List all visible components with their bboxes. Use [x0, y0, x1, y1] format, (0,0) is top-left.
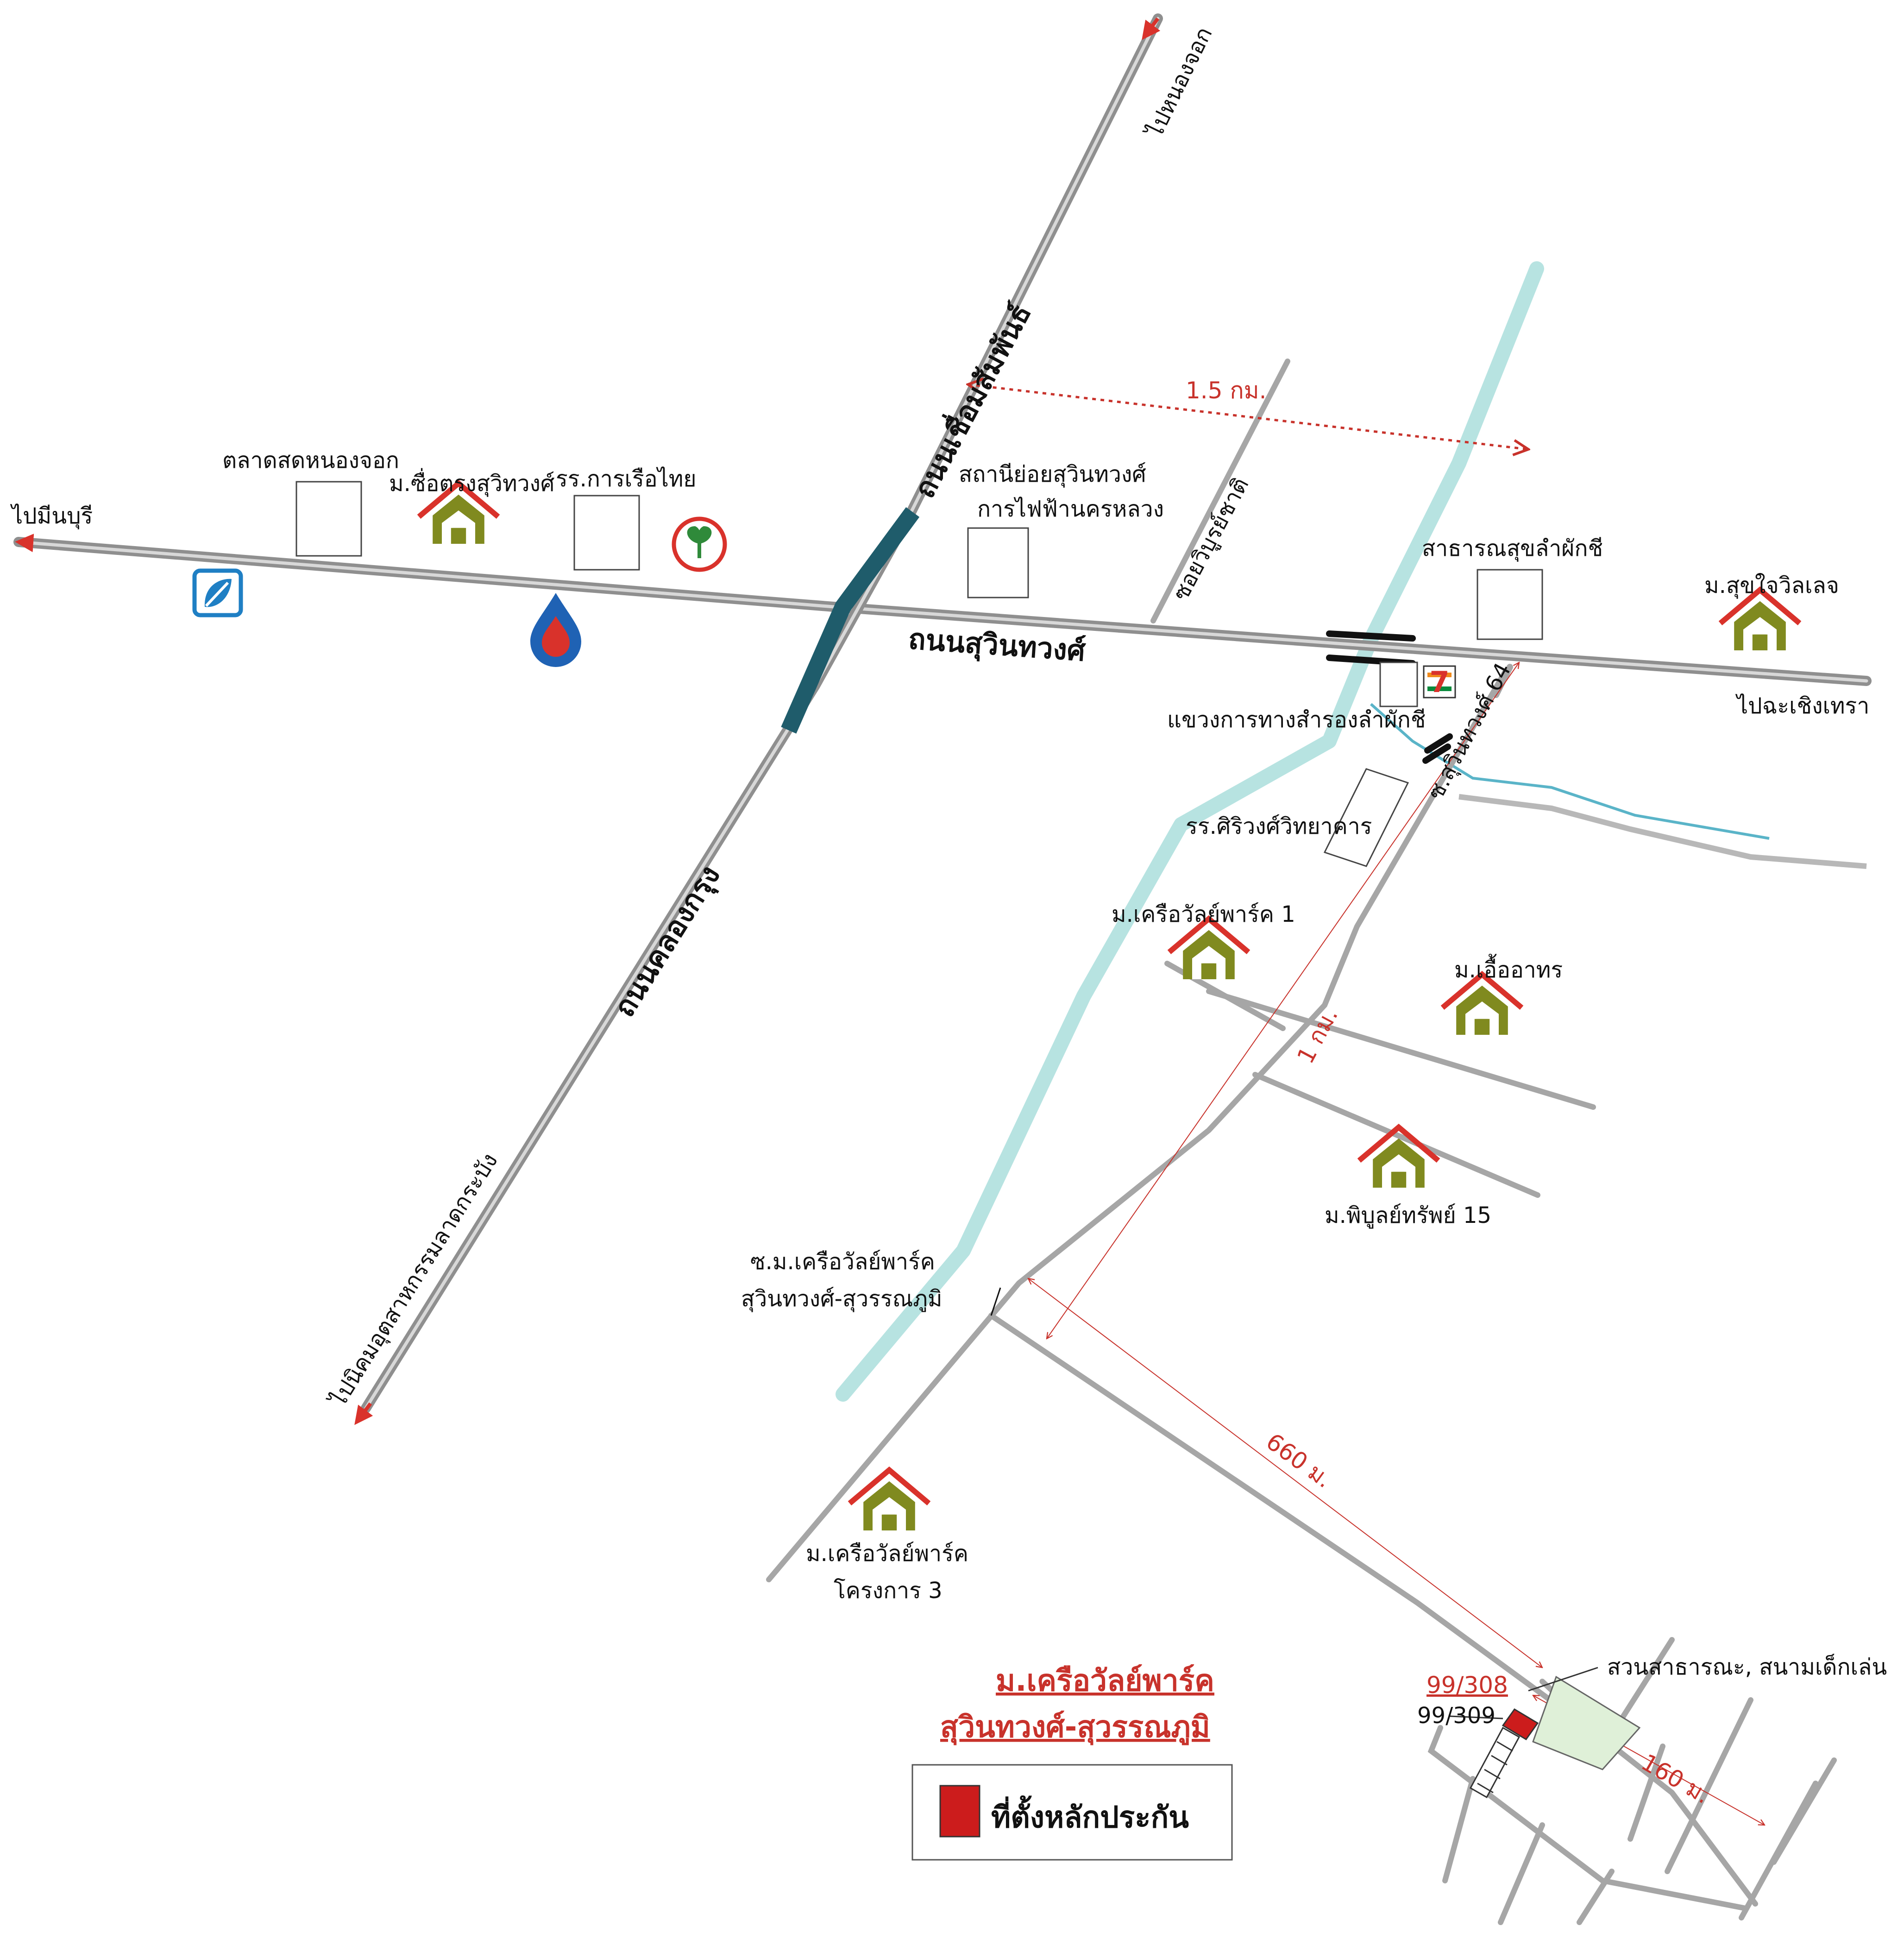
- convenience-store-icon: 7: [1423, 665, 1456, 699]
- house-icon: [1721, 590, 1800, 651]
- label-school-kanruea: รร.การเรือไทย: [556, 466, 697, 492]
- bank-logo-icon: [672, 516, 727, 572]
- southwest-arrow-icon: [354, 1402, 373, 1425]
- flyover: [781, 507, 920, 734]
- label-village-sukjai: ม.สุขใจวิลเลจ: [1704, 573, 1839, 599]
- direction-chachoengsao: ไปฉะเชิงเทรา: [1735, 693, 1869, 719]
- side-road-east: [1458, 794, 1867, 869]
- distance-1-5km: 1.5 กม.: [1186, 377, 1267, 404]
- bank-leaf-icon: [192, 568, 243, 617]
- road-label-suwinthawong: ถนนสุวินทวงศ์: [907, 622, 1087, 669]
- label-village-kruawan-3b: โครงการ 3: [834, 1578, 943, 1604]
- road-label-khlong-krung: ถนนคลองกรุง: [607, 859, 728, 1023]
- plots: [1469, 1708, 1539, 1799]
- map-title-line1: ม.เครือวัลย์พาร์ค: [996, 1664, 1214, 1698]
- label-substation-1: สถานีย่อยสุวินทวงศ์: [959, 461, 1146, 488]
- road-label-soi-wiburiyachat: ซอยวิบูรย์ชาติ: [1168, 473, 1254, 605]
- map-title-line2: สุวินทวงศ์-สุวรรณภูมิ: [940, 1710, 1210, 1745]
- distance-lines: [968, 384, 1765, 1825]
- label-park: สวนสาธารณะ, สนามเด็กเล่น: [1607, 1654, 1887, 1680]
- label-village-uea-athon: ม.เอื้ออาทร: [1454, 954, 1563, 983]
- seven-eleven-glyph: 7: [1429, 665, 1449, 699]
- west-arrow-icon: [15, 534, 34, 553]
- legend: ที่ตั้งหลักประกัน: [911, 1764, 1233, 1861]
- label-village-chuetrong: ม.ซื่อตรงสุวิทวงศ์: [389, 468, 554, 497]
- stream: [1370, 703, 1770, 840]
- plot-pointer: [1449, 1715, 1503, 1719]
- direction-min-buri: ไปมีนบุรี: [10, 503, 93, 529]
- fuel-drop-icon: [530, 593, 581, 667]
- legend-collateral-label: ที่ตั้งหลักประกัน: [991, 1795, 1189, 1835]
- label-plot-308: 99/308: [1426, 1672, 1508, 1699]
- label-school-siriwong: รร.ศิริวงศ์วิทยาคาร: [1186, 813, 1372, 839]
- label-substation-2: การไฟฟ้านครหลวง: [977, 496, 1164, 522]
- label-village-phibun-15: ม.พิบูลย์ทรัพย์ 15: [1325, 1202, 1491, 1229]
- minor-roads: [766, 359, 1837, 1925]
- label-soi-kruawan-1: ซ.ม.เครือวัลย์พาร์ค: [750, 1249, 935, 1275]
- label-village-kruawan-3a: ม.เครือวัลย์พาร์ค: [806, 1541, 968, 1567]
- north-arrow-icon: [1142, 17, 1161, 40]
- label-soi-kruawan-2: สุวินทวงศ์-สุวรรณภูมิ: [741, 1286, 943, 1312]
- legend-collateral-swatch: [939, 1785, 980, 1838]
- buildings: [295, 481, 1543, 867]
- label-market: ตลาดสดหนองจอก: [222, 447, 399, 473]
- label-highway-office: แขวงการทางสำรองลำผักชี: [1167, 707, 1426, 733]
- house-icon: [850, 1470, 929, 1531]
- park-area: [1532, 1675, 1641, 1770]
- house-icon: [1443, 975, 1522, 1035]
- direction-nong-chok: ไปหนองจอก: [1141, 23, 1218, 143]
- label-health-center: สาธารณสุขลำผักชี: [1422, 535, 1603, 562]
- park-pointer: [1528, 1667, 1598, 1692]
- label-plot-309: 99/309: [1417, 1703, 1496, 1729]
- major-roads: [13, 13, 1872, 1413]
- label-village-kruawan-1: ม.เครือวัลย์พาร์ค 1: [1112, 901, 1295, 927]
- direction-lat-krabang: ไปนิคมอุตสาหกรรมลาดกระบัง: [325, 1149, 503, 1413]
